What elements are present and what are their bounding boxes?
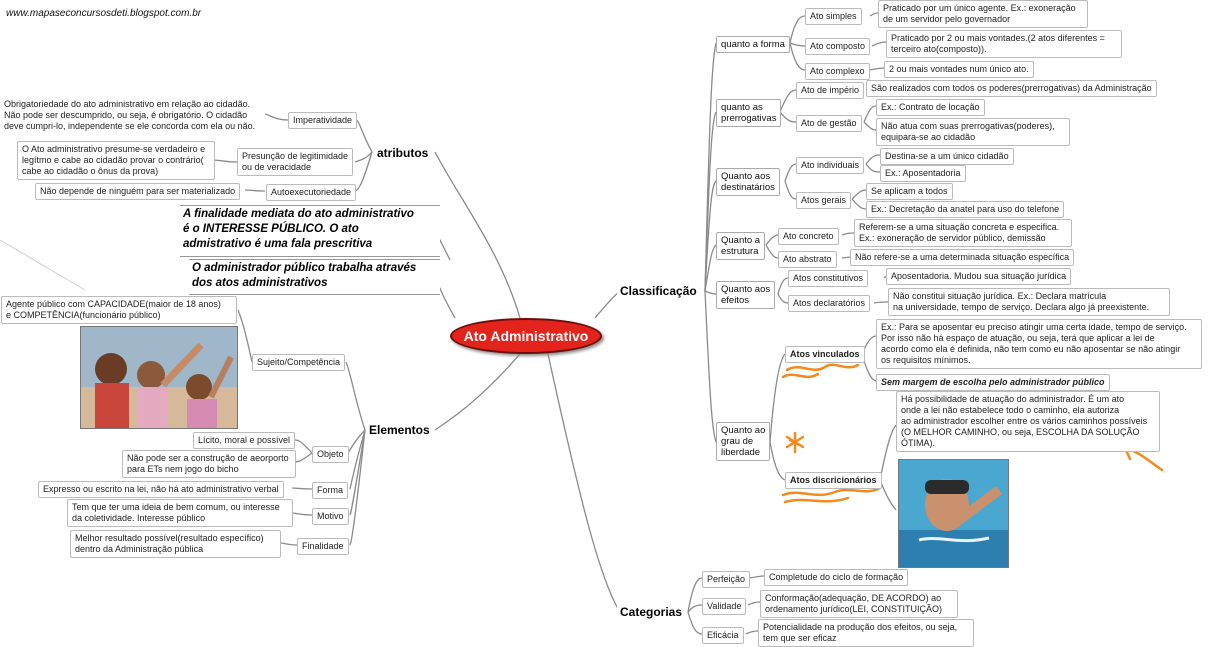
discricionarios-desc: Há possibilidade de atuação do administr… <box>896 391 1160 452</box>
quanto-forma-node[interactable]: quanto a forma <box>716 36 790 53</box>
forma-node[interactable]: Forma <box>312 482 349 499</box>
note-administrador[interactable]: O administrador público trabalha através… <box>189 259 440 295</box>
ato-complexo-node[interactable]: Ato complexo <box>805 63 870 80</box>
validade-node[interactable]: Validade <box>702 598 747 615</box>
objeto-desc-1: Lícito, moral e possível <box>193 432 296 449</box>
classificacao-branch[interactable]: Classificação <box>617 283 700 299</box>
autoexecutoriedade-desc: Não depende de ninguém para ser material… <box>35 183 241 200</box>
vinculados-desc-1: Ex.: Para se aposentar eu preciso atingi… <box>876 319 1202 369</box>
ato-composto-desc: Praticado por 2 ou mais vontades.(2 atos… <box>886 30 1122 58</box>
ato-gestao-node[interactable]: Ato de gestão <box>796 115 862 132</box>
swimmer-photo <box>898 459 1009 568</box>
children-raising-hands-image <box>81 327 237 428</box>
presuncao-node[interactable]: Presunção de legitimidade ou de veracida… <box>237 148 354 176</box>
atos-vinculados-node[interactable]: Atos vinculados <box>785 346 865 363</box>
sujeito-node[interactable]: Sujeito/Competência <box>252 354 346 371</box>
efeitos-node[interactable]: Quanto aos efeitos <box>716 281 776 309</box>
motivo-desc: Tem que ter uma ideia de bem comum, ou i… <box>67 499 293 527</box>
categorias-branch[interactable]: Categorias <box>617 604 686 620</box>
constitutivos-desc: Aposentadoria. Mudou sua situação jurídi… <box>886 268 1072 285</box>
presuncao-desc: O Ato administrativo presume-se verdadei… <box>17 141 215 180</box>
individuais-desc-2: Ex.: Aposentadoria <box>880 165 966 182</box>
ato-abstrato-node[interactable]: Ato abstrato <box>778 251 837 268</box>
classroom-photo <box>80 326 238 429</box>
destinatarios-node[interactable]: Quanto aos destinatários <box>716 168 780 196</box>
individuais-desc-1: Destina-se a um único cidadão <box>880 148 1014 165</box>
gerais-desc-2: Ex.: Decretação da anatel para uso do te… <box>866 201 1065 218</box>
liberdade-node[interactable]: Quanto ao grau de liberdade <box>716 422 771 461</box>
imperatividade-node[interactable]: Imperatividade <box>288 112 358 129</box>
eficacia-desc: Potencialidade na produção dos efeitos, … <box>758 619 974 647</box>
ato-gestao-desc-2: Não atua com suas prerrogativas(poderes)… <box>876 118 1070 146</box>
atos-discricionarios-node[interactable]: Atos discricionários <box>785 472 882 489</box>
ato-concreto-node[interactable]: Ato concreto <box>778 228 839 245</box>
autoexecutoriedade-node[interactable]: Autoexecutoriedade <box>266 184 357 201</box>
vinculados-desc-2: Sem margem de escolha pelo administrador… <box>876 374 1110 391</box>
perfeicao-desc: Completude do ciclo de formação <box>764 569 909 586</box>
gerais-desc-1: Se aplicam a todos <box>866 183 953 200</box>
ato-complexo-desc: 2 ou mais vontades num único ato. <box>884 61 1034 78</box>
atributos-branch[interactable]: atributos <box>374 145 432 161</box>
objeto-node[interactable]: Objeto <box>312 446 349 463</box>
imperatividade-desc: Obrigatoriedade do ato administrativo em… <box>0 97 265 134</box>
eficacia-node[interactable]: Eficácia <box>702 627 744 644</box>
ato-composto-node[interactable]: Ato composto <box>805 38 871 55</box>
finalidade-desc: Melhor resultado possível(resultado espe… <box>70 530 281 558</box>
ato-simples-node[interactable]: Ato simples <box>805 8 862 25</box>
atos-constitutivos-node[interactable]: Atos constitutivos <box>788 270 869 287</box>
ato-imperio-node[interactable]: Ato de império <box>796 82 865 99</box>
blog-url: www.mapaseconcursosdeti.blogspot.com.br <box>6 8 202 19</box>
atos-gerais-node[interactable]: Atos gerais <box>796 192 852 209</box>
finalidade-node[interactable]: Finalidade <box>297 538 349 555</box>
note-finalidade[interactable]: A finalidade mediata do ato administrati… <box>180 205 440 257</box>
declaratorios-desc: Não constitui situação jurídica. Ex.: De… <box>888 288 1170 316</box>
swimmer-image <box>899 460 1008 567</box>
atos-declaratorios-node[interactable]: Atos declaratórios <box>788 295 871 312</box>
central-node[interactable]: Ato Administrativo <box>450 318 602 354</box>
motivo-node[interactable]: Motivo <box>312 508 349 525</box>
ato-individuais-node[interactable]: Ato individuais <box>796 157 865 174</box>
abstrato-desc: Não refere-se a uma determinada situação… <box>850 249 1075 266</box>
estrutura-node[interactable]: Quanto a estrutura <box>716 232 766 260</box>
ato-gestao-desc-1: Ex.: Contrato de locação <box>876 99 985 116</box>
ato-simples-desc: Praticado por um único agente. Ex.: exon… <box>878 0 1088 28</box>
forma-desc: Expresso ou escrito na lei, não há ato a… <box>38 481 284 498</box>
elementos-branch[interactable]: Elementos <box>366 422 433 438</box>
prerrogativas-node[interactable]: quanto as prerrogativas <box>716 99 782 127</box>
concreto-desc: Referem-se a uma situação concreta e esp… <box>854 219 1072 247</box>
sujeito-desc: Agente público com CAPACIDADE(maior de 1… <box>1 296 237 324</box>
objeto-desc-2: Não pode ser a construção de aeorporto p… <box>122 450 296 478</box>
validade-desc: Conformação(adequação, DE ACORDO) ao ord… <box>760 590 958 618</box>
perfeicao-node[interactable]: Perfeição <box>702 571 751 588</box>
ato-imperio-desc: São realizados com todos os poderes(prer… <box>866 80 1157 97</box>
